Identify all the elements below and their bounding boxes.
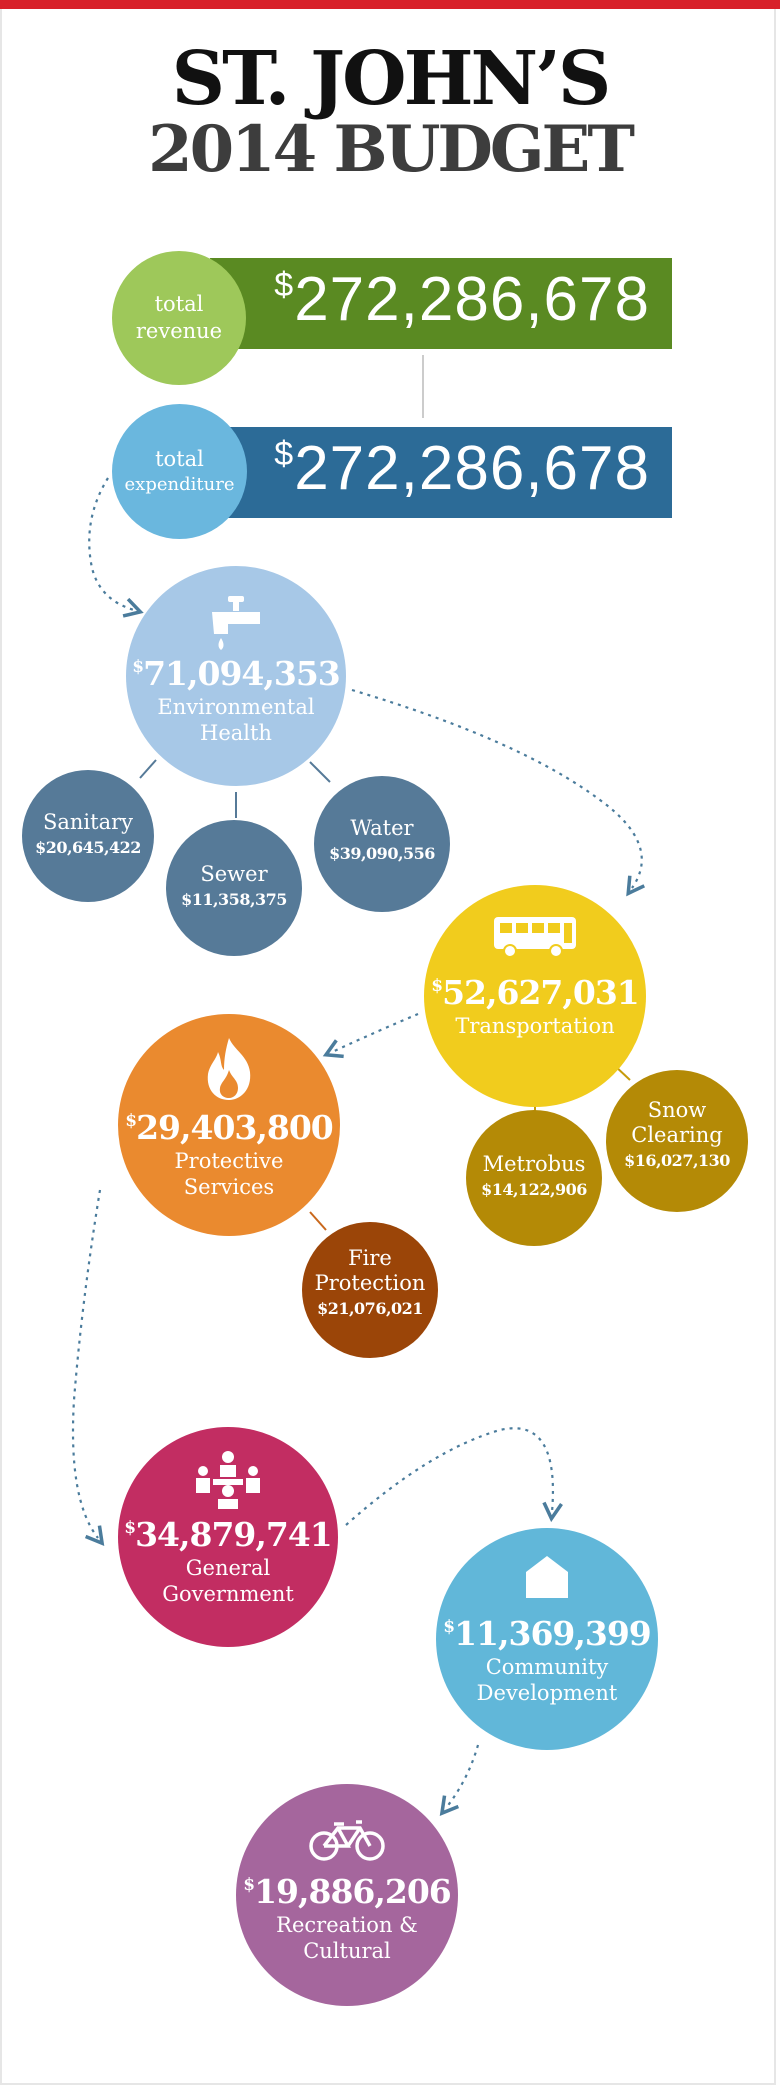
meeting-icon — [196, 1451, 260, 1509]
general-government-name: General Government — [162, 1556, 294, 1606]
revenue-bar: $272,286,678 — [210, 258, 672, 349]
community-development-circle: $11,369,399 Community Development — [436, 1528, 658, 1750]
expenditure-label-line1: total — [155, 447, 204, 472]
metrobus-amount: $14,122,906 — [481, 1180, 587, 1200]
sanitary-amount: $20,645,422 — [35, 838, 141, 858]
community-development-name: Community Development — [476, 1655, 618, 1705]
environmental-health-amount: $71,094,353 — [132, 654, 341, 693]
fire-protection-circle: Fire Protection $21,076,021 — [302, 1222, 438, 1358]
arrow-community-to-recreation — [439, 1744, 480, 1816]
arrow-protective-to-government — [71, 1189, 105, 1546]
snow-clearing-amount: $16,027,130 — [624, 1151, 730, 1171]
arrow-government-to-community — [345, 1427, 563, 1526]
fire-protection-amount: $21,076,021 — [317, 1299, 423, 1319]
revenue-amount: $272,286,678 — [274, 265, 650, 334]
general-government-circle: $34,879,741 General Government — [118, 1427, 338, 1647]
expenditure-circle: total expenditure — [112, 404, 247, 539]
page-frame — [0, 9, 776, 2085]
bicycle-icon — [309, 1820, 385, 1861]
recreation-cultural-name: Recreation & Cultural — [276, 1913, 418, 1963]
metrobus-circle: Metrobus $14,122,906 — [466, 1110, 602, 1246]
snow-clearing-name: Snow Clearing — [631, 1098, 723, 1148]
page-title: ST. JOHN’S — [171, 36, 612, 122]
house-icon — [526, 1556, 568, 1598]
protective-services-name: Protective Services — [174, 1149, 284, 1199]
sewer-amount: $11,358,375 — [181, 890, 287, 910]
bus-icon — [494, 917, 576, 958]
spoke-environmental-sanitary — [139, 759, 157, 779]
revenue-label-line2: revenue — [135, 319, 223, 343]
fire-protection-name: Fire Protection — [314, 1246, 426, 1296]
spoke-protective-fire — [309, 1211, 327, 1231]
expenditure-label-line2: expenditure — [124, 474, 235, 496]
recreation-cultural-circle: $19,886,206 Recreation & Cultural — [236, 1784, 458, 2006]
expenditure-bar: $272,286,678 — [210, 427, 672, 518]
expenditure-amount: $272,286,678 — [274, 434, 650, 503]
sanitary-circle: Sanitary $20,645,422 — [22, 770, 154, 902]
arrow-environmental-to-transportation — [351, 688, 646, 897]
environmental-health-circle: $71,094,353 Environmental Health — [126, 566, 346, 786]
water-circle: Water $39,090,556 — [314, 776, 450, 912]
sewer-circle: Sewer $11,358,375 — [166, 820, 302, 956]
snow-clearing-circle: Snow Clearing $16,027,130 — [606, 1070, 748, 1212]
water-tap-icon — [212, 596, 260, 650]
sanitary-name: Sanitary — [42, 810, 133, 834]
revenue-circle: total revenue — [112, 251, 246, 385]
transportation-circle: $52,627,031 Transportation — [424, 885, 646, 1107]
revenue-label-line1: total — [154, 291, 204, 316]
spoke-environmental-water — [309, 761, 331, 783]
transportation-name: Transportation — [455, 1014, 615, 1038]
protective-services-amount: $29,403,800 — [125, 1108, 334, 1147]
top-accent-bar — [0, 0, 780, 9]
transportation-amount: $52,627,031 — [431, 973, 640, 1012]
environmental-health-name: Environmental Health — [157, 695, 315, 745]
water-amount: $39,090,556 — [329, 844, 435, 864]
metrobus-name: Metrobus — [482, 1152, 586, 1176]
community-development-amount: $11,369,399 — [443, 1614, 652, 1653]
general-government-amount: $34,879,741 — [124, 1515, 333, 1554]
flame-icon — [207, 1038, 251, 1100]
recreation-cultural-amount: $19,886,206 — [243, 1872, 452, 1911]
water-name: Water — [350, 816, 414, 840]
arrow-transportation-to-protective — [322, 1012, 419, 1059]
sewer-name: Sewer — [200, 862, 268, 886]
page-subtitle: 2014 BUDGET — [148, 112, 635, 187]
protective-services-circle: $29,403,800 Protective Services — [118, 1014, 340, 1236]
